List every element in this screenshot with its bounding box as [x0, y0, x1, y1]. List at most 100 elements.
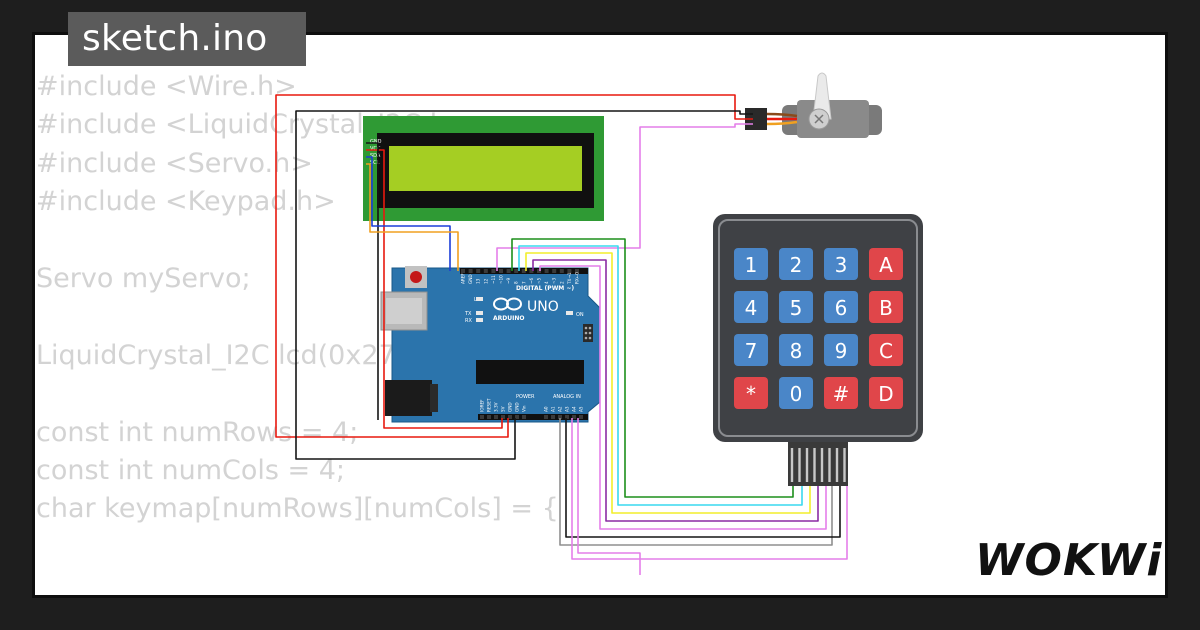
- header-pin[interactable]: [572, 415, 576, 419]
- keypad-key-label: 9: [835, 339, 848, 363]
- header-pin[interactable]: [559, 269, 564, 273]
- servo-motor[interactable]: [745, 72, 882, 138]
- code-listing: #include <Wire.h>#include <LiquidCrystal…: [36, 68, 559, 529]
- sketch-file-tab[interactable]: sketch.ino: [68, 12, 306, 66]
- header-pin[interactable]: [506, 269, 511, 273]
- pin-label: AREF: [461, 273, 466, 284]
- keypad-key-5[interactable]: 5: [779, 291, 813, 323]
- keypad-key-4[interactable]: 4: [734, 291, 768, 323]
- pin-label: 12: [483, 278, 488, 284]
- header-pin[interactable]: [501, 415, 505, 419]
- wire-gray-a0: [559, 418, 833, 546]
- code-line: const int numRows = 4;: [36, 416, 359, 448]
- header-pin[interactable]: [544, 269, 549, 273]
- wire-green-keypad: [511, 238, 794, 498]
- pin-label: ~11: [491, 275, 496, 284]
- on-label: ON: [576, 312, 584, 318]
- pin-label: ~9: [506, 277, 511, 284]
- header-pin[interactable]: [487, 415, 491, 419]
- header-pin[interactable]: [468, 269, 473, 273]
- header-pin[interactable]: [529, 269, 534, 273]
- header-pin[interactable]: [558, 415, 562, 419]
- header-pin[interactable]: [499, 269, 503, 273]
- header-pin[interactable]: [552, 269, 557, 273]
- servo-screw-icon: [814, 114, 824, 124]
- header-pin[interactable]: [494, 415, 498, 419]
- keypad-key-#[interactable]: #: [824, 377, 858, 409]
- pin-label: GND: [515, 402, 520, 412]
- wire-black-a1: [565, 418, 841, 538]
- led-label-tx: TX: [464, 311, 472, 317]
- keypad-key-label: 6: [835, 296, 848, 320]
- keypad-key-label: A: [879, 253, 893, 277]
- reset-button-cap: [410, 271, 422, 283]
- header-pin[interactable]: [514, 269, 519, 273]
- code-line: #include <Servo.h>: [36, 147, 313, 179]
- keypad-key-8[interactable]: 8: [779, 334, 813, 366]
- keypad-key-6[interactable]: 6: [824, 291, 858, 323]
- header-pin[interactable]: [476, 269, 481, 273]
- pin-label: A3: [565, 406, 570, 412]
- wire-purple-keypad: [532, 259, 819, 522]
- keypad-key-label: 4: [745, 296, 758, 320]
- code-line: const int numCols = 4;: [36, 454, 346, 486]
- keypad-key-label: *: [746, 382, 756, 406]
- keypad-pin: [828, 448, 831, 482]
- keypad-pins: [790, 448, 846, 482]
- header-pin[interactable]: [575, 269, 579, 273]
- pin-label: IOREF: [480, 399, 485, 412]
- header-pin[interactable]: [537, 269, 541, 273]
- power-analog-header: [478, 414, 588, 420]
- board-model-label: UNO: [527, 299, 559, 315]
- pin-label: RESET: [487, 398, 492, 412]
- keypad-key-0[interactable]: 0: [779, 377, 813, 409]
- keypad-key-label: #: [833, 382, 850, 406]
- keypad-key-2[interactable]: 2: [779, 248, 813, 280]
- keypad-key-label: 1: [745, 253, 758, 277]
- keypad-key-*[interactable]: *: [734, 377, 768, 409]
- header-pin[interactable]: [515, 415, 519, 419]
- keypad-key-label: C: [879, 339, 893, 363]
- digital-header-label: DIGITAL (PWM ~): [516, 285, 574, 292]
- arduino-uno-board[interactable]: DIGITAL (PWM ~) UNO ARDUINO L TX RX ON P…: [380, 266, 601, 423]
- keypad-key-label: 5: [790, 296, 803, 320]
- header-pin[interactable]: [565, 415, 569, 419]
- pin-label: TX→1: [567, 272, 572, 285]
- header-pin[interactable]: [567, 269, 572, 273]
- board-brand-label: ARDUINO: [493, 315, 524, 322]
- lcd-pin-label: VCC: [370, 146, 381, 152]
- keypad-key-B[interactable]: B: [869, 291, 903, 323]
- servo-housing: [797, 100, 869, 138]
- keypad-key-D[interactable]: D: [869, 377, 903, 409]
- keypad-key-C[interactable]: C: [869, 334, 903, 366]
- header-pin[interactable]: [491, 269, 496, 273]
- power-label: POWER: [516, 394, 535, 400]
- pin-label: ~5: [537, 277, 542, 284]
- wire-yellow-keypad: [525, 252, 811, 514]
- pin-label: 2: [559, 281, 564, 284]
- wokwi-logo[interactable]: WOKWi: [975, 535, 1162, 586]
- header-pin[interactable]: [521, 269, 526, 273]
- header-pin[interactable]: [480, 415, 484, 419]
- pin-label: GND: [468, 274, 473, 284]
- keypad-key-1[interactable]: 1: [734, 248, 768, 280]
- keypad-pin: [805, 448, 809, 482]
- keypad-key-3[interactable]: 3: [824, 248, 858, 280]
- header-pin[interactable]: [508, 415, 512, 419]
- header-pin[interactable]: [544, 415, 548, 419]
- header-pin[interactable]: [551, 415, 555, 419]
- wire-orange-scl: [366, 163, 459, 271]
- lcd-display[interactable]: GND VCC SDA SCL: [363, 116, 604, 221]
- header-pin[interactable]: [522, 415, 526, 419]
- keypad-key-9[interactable]: 9: [824, 334, 858, 366]
- header-pin[interactable]: [579, 415, 583, 419]
- header-pin[interactable]: [483, 269, 488, 273]
- wire-violet-a2: [571, 418, 848, 560]
- header-pin[interactable]: [461, 269, 465, 273]
- keypad-key-7[interactable]: 7: [734, 334, 768, 366]
- keypad-pin: [813, 448, 816, 482]
- keypad-key-A[interactable]: A: [869, 248, 903, 280]
